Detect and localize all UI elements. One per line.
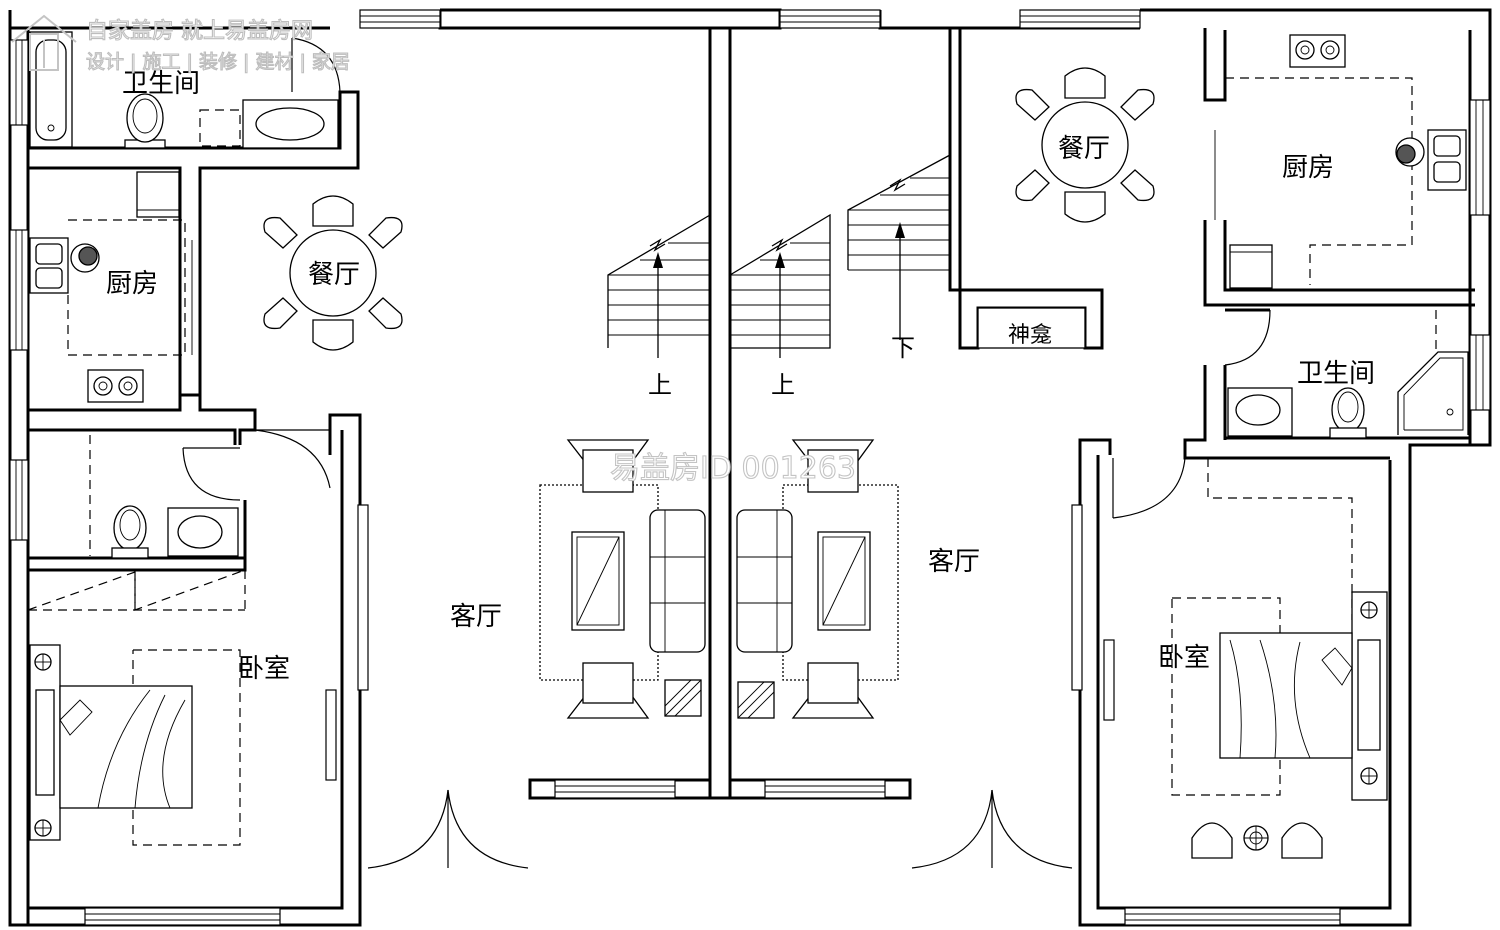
label-right-living: 客厅 bbox=[928, 547, 980, 577]
room-labels: 卫生间 厨房 餐厅 卧室 客厅 餐厅 厨房 神龛 卫生间 客厅 卧室 bbox=[106, 69, 1375, 684]
label-right-shrine: 神龛 bbox=[1008, 323, 1052, 348]
label-right-bathroom: 卫生间 bbox=[1297, 359, 1375, 389]
left-small-bath-fixtures bbox=[89, 435, 239, 559]
label-right-bedroom: 卧室 bbox=[1158, 643, 1210, 673]
label-left-kitchen: 厨房 bbox=[106, 269, 158, 299]
left-dining-table bbox=[263, 195, 403, 351]
right-bathroom-fixtures bbox=[1227, 310, 1469, 439]
watermark-services-line: 设计 | 施工 | 装修 | 建材 | 家居 bbox=[86, 51, 350, 73]
right-living-set bbox=[736, 439, 899, 719]
watermark: 自家盖房 就上易盖房网 设计 | 施工 | 装修 | 建材 | 家居 易盖房ID… bbox=[11, 14, 857, 487]
right-bedroom-furniture bbox=[1171, 458, 1388, 859]
right-dining-table bbox=[1015, 67, 1155, 223]
label-left-living: 客厅 bbox=[450, 602, 502, 632]
label-right-kitchen: 厨房 bbox=[1282, 153, 1334, 183]
stairs-left bbox=[607, 214, 711, 358]
left-living-set bbox=[539, 439, 706, 719]
label-left-bathroom: 卫生间 bbox=[122, 69, 200, 99]
stairs-right bbox=[847, 154, 951, 340]
interior-walls-left bbox=[28, 90, 360, 572]
left-bedroom-furniture bbox=[27, 569, 246, 846]
watermark-plan-id: 易盖房ID 001263 bbox=[610, 451, 856, 486]
stair-labels: 上 上 下 bbox=[648, 334, 915, 399]
shrine bbox=[977, 307, 1086, 349]
stairs-middle bbox=[729, 213, 831, 358]
label-left-bedroom: 卧室 bbox=[238, 654, 290, 684]
label-stair-left-up: 上 bbox=[648, 371, 672, 399]
house-logo-icon bbox=[11, 14, 77, 71]
left-kitchen-fixtures bbox=[29, 171, 186, 403]
windows bbox=[9, 9, 1491, 926]
label-left-dining: 餐厅 bbox=[308, 260, 360, 290]
label-stair-middle-up: 上 bbox=[771, 371, 795, 399]
label-stair-right-down: 下 bbox=[891, 334, 915, 362]
label-right-dining: 餐厅 bbox=[1058, 134, 1110, 164]
doors bbox=[182, 37, 1271, 869]
right-kitchen-fixtures bbox=[1225, 34, 1467, 289]
watermark-brand-line: 自家盖房 就上易盖房网 bbox=[86, 19, 313, 44]
